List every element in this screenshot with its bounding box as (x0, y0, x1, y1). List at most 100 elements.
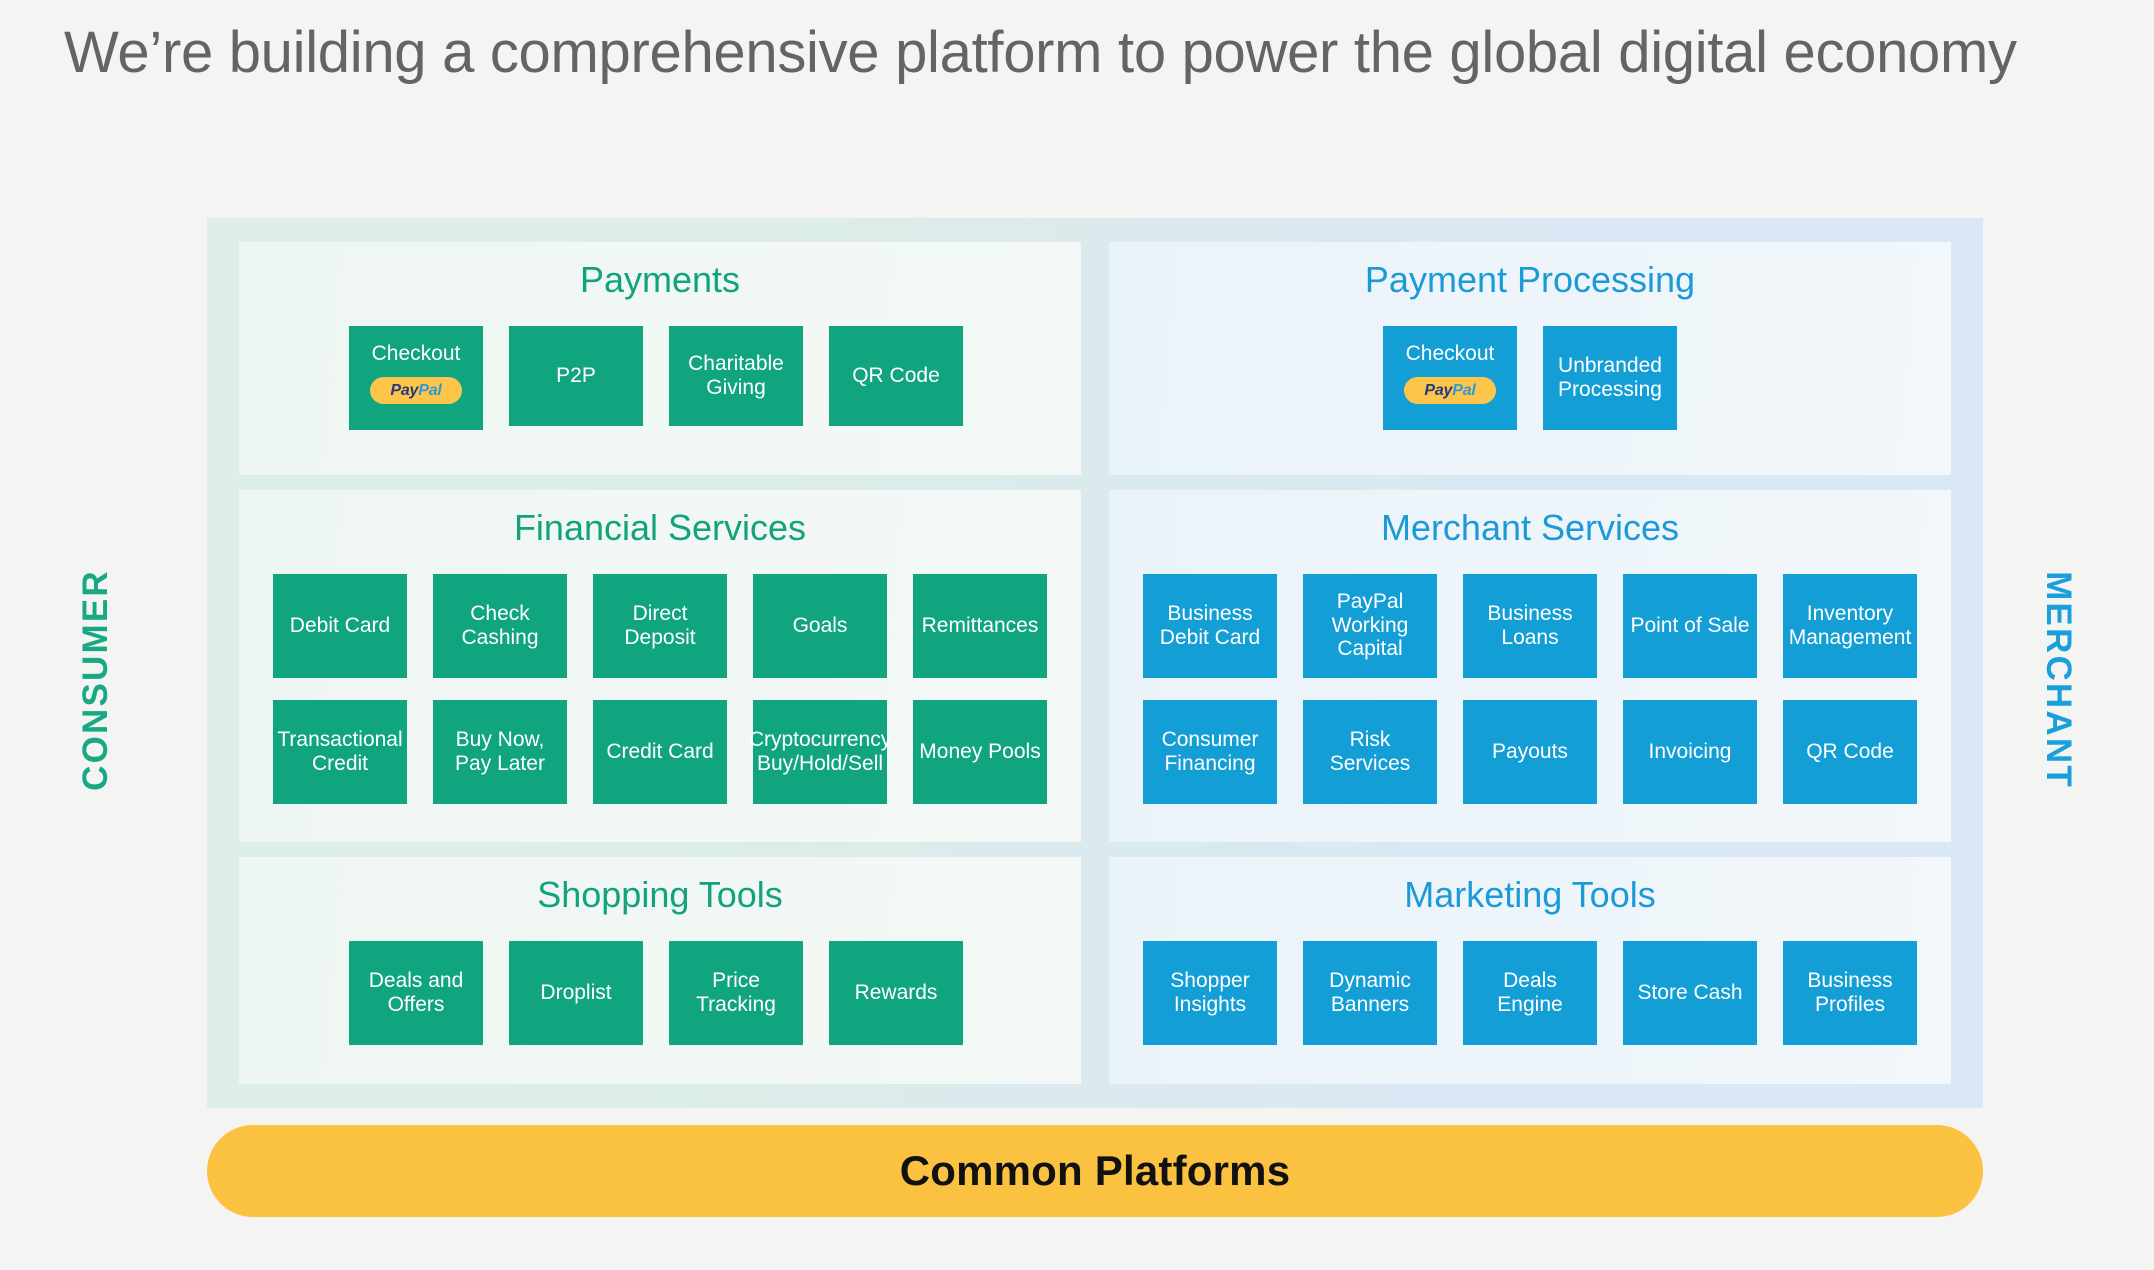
tile-label: Unbranded Processing (1558, 354, 1662, 401)
tile-fs-cryptocurrency[interactable]: Cryptocurrency Buy/Hold/Sell (749, 699, 891, 804)
tile-st-droplist[interactable]: Droplist (509, 940, 643, 1045)
paypal-logo-part-b: Pal (418, 381, 442, 399)
tile-mt-business-profiles[interactable]: Business Profiles (1783, 940, 1917, 1045)
tile-mt-store-cash[interactable]: Store Cash (1623, 940, 1757, 1045)
tile-label: Transactional Credit (277, 728, 403, 775)
section-title-marketing-tools: Marketing Tools (1404, 874, 1656, 915)
tile-label: Business Profiles (1807, 969, 1893, 1016)
tile-label: Dynamic Banners (1329, 969, 1411, 1016)
tile-label: Price Tracking (696, 969, 776, 1016)
tile-label: Debit Card (289, 613, 391, 637)
tile-label: Store Cash (1637, 980, 1743, 1004)
tile-label: Checkout (1405, 341, 1495, 365)
tile-label: Money Pools (919, 739, 1041, 763)
tile-row-financial-services-1: Debit Card Check Cashing Direct Deposit … (239, 573, 1081, 678)
tile-row-merchant-services-2: Consumer Financing Risk Services Payouts… (1109, 699, 1951, 804)
tile-ms-business-debit-card[interactable]: Business Debit Card (1143, 573, 1277, 678)
tile-label: Inventory Management (1788, 602, 1912, 649)
tile-label: Risk Services (1329, 728, 1411, 775)
tile-ms-point-of-sale[interactable]: Point of Sale (1623, 573, 1757, 678)
tile-label: Rewards (854, 980, 938, 1004)
tile-label: Deals Engine (1497, 969, 1563, 1016)
tile-fs-credit-card[interactable]: Credit Card (593, 699, 727, 804)
tile-label: Droplist (540, 980, 612, 1004)
section-title-payment-processing: Payment Processing (1364, 259, 1696, 300)
tile-label: Shopper Insights (1170, 969, 1250, 1016)
tile-payments-charitable-giving[interactable]: Charitable Giving (669, 325, 803, 426)
tile-ms-inventory-management[interactable]: Inventory Management (1783, 573, 1917, 678)
tile-ms-consumer-financing[interactable]: Consumer Financing (1143, 699, 1277, 804)
tile-label: Invoicing (1648, 739, 1732, 763)
tile-row-financial-services-2: Transactional Credit Buy Now, Pay Later … (239, 699, 1081, 804)
rail-label-merchant: MERCHANT (2039, 571, 2078, 789)
tile-row-marketing-tools: Shopper Insights Dynamic Banners Deals E… (1109, 940, 1951, 1045)
paypal-logo-part-b: Pal (1452, 381, 1476, 399)
page-title: We’re building a comprehensive platform … (64, 20, 2017, 85)
tile-label: P2P (556, 363, 596, 387)
section-marketing-tools: Marketing Tools Shopper Insights Dynamic… (1109, 857, 1951, 1084)
tile-ms-business-loans[interactable]: Business Loans (1463, 573, 1597, 678)
tile-label: Charitable Giving (688, 352, 784, 399)
tile-fs-money-pools[interactable]: Money Pools (913, 699, 1047, 804)
tile-label: Goals (792, 613, 848, 637)
tile-payments-p2p[interactable]: P2P (509, 325, 643, 426)
common-platforms-label: Common Platforms (899, 1147, 1291, 1194)
tile-st-deals-and-offers[interactable]: Deals and Offers (349, 940, 483, 1045)
section-title-payments: Payments (579, 259, 741, 300)
tile-label: PayPal Working Capital (1331, 590, 1409, 661)
section-title-shopping-tools: Shopping Tools (537, 874, 783, 915)
tile-ms-risk-services[interactable]: Risk Services (1303, 699, 1437, 804)
tile-ms-paypal-working-capital[interactable]: PayPal Working Capital (1303, 573, 1437, 678)
tile-label: Credit Card (606, 739, 714, 763)
tile-fs-remittances[interactable]: Remittances (913, 573, 1047, 678)
tile-fs-transactional-credit[interactable]: Transactional Credit (273, 699, 407, 804)
tile-label: Consumer Financing (1161, 728, 1259, 775)
tile-fs-debit-card[interactable]: Debit Card (273, 573, 407, 678)
tile-fs-buy-now-pay-later[interactable]: Buy Now, Pay Later (433, 699, 567, 804)
tile-label: Direct Deposit (624, 602, 696, 649)
tile-mt-shopper-insights[interactable]: Shopper Insights (1143, 940, 1277, 1045)
tile-label: Business Loans (1487, 602, 1573, 649)
tile-payments-qr-code[interactable]: QR Code (829, 325, 963, 426)
tile-ms-payouts[interactable]: Payouts (1463, 699, 1597, 804)
rail-label-consumer: CONSUMER (76, 569, 115, 791)
tile-st-rewards[interactable]: Rewards (829, 940, 963, 1045)
tile-mt-deals-engine[interactable]: Deals Engine (1463, 940, 1597, 1045)
tile-label: Payouts (1492, 739, 1568, 763)
section-merchant-services: Merchant Services Business Debit Card Pa… (1109, 490, 1951, 842)
tile-label: QR Code (852, 363, 940, 387)
tile-label: Deals and Offers (368, 969, 464, 1016)
tile-label: QR Code (1806, 739, 1894, 763)
tile-label: Business Debit Card (1159, 602, 1261, 649)
section-financial-services: Financial Services Debit Card Check Cash… (239, 490, 1081, 842)
tile-row-shopping-tools: Deals and Offers Droplist Price Tracking… (349, 940, 1081, 1045)
tile-label: Cryptocurrency Buy/Hold/Sell (748, 728, 892, 775)
common-platforms-bar[interactable]: Common Platforms (207, 1125, 1983, 1217)
tile-mt-dynamic-banners[interactable]: Dynamic Banners (1303, 940, 1437, 1045)
section-title-financial-services: Financial Services (513, 507, 807, 548)
tile-processing-unbranded-processing[interactable]: Unbranded Processing (1543, 325, 1677, 430)
section-shopping-tools: Shopping Tools Deals and Offers Droplist… (239, 857, 1081, 1084)
tile-fs-direct-deposit[interactable]: Direct Deposit (593, 573, 727, 678)
tile-label: Checkout (371, 341, 461, 365)
tile-label: Buy Now, Pay Later (455, 728, 545, 775)
tile-fs-goals[interactable]: Goals (753, 573, 887, 678)
section-title-merchant-services: Merchant Services (1380, 507, 1680, 548)
tile-label: Check Cashing (461, 602, 539, 649)
tile-st-price-tracking[interactable]: Price Tracking (669, 940, 803, 1045)
tile-ms-qr-code[interactable]: QR Code (1783, 699, 1917, 804)
paypal-logo-part-a: Pay (390, 381, 419, 399)
tile-ms-invoicing[interactable]: Invoicing (1623, 699, 1757, 804)
tile-label: Remittances (921, 613, 1039, 637)
tile-fs-check-cashing[interactable]: Check Cashing (433, 573, 567, 678)
